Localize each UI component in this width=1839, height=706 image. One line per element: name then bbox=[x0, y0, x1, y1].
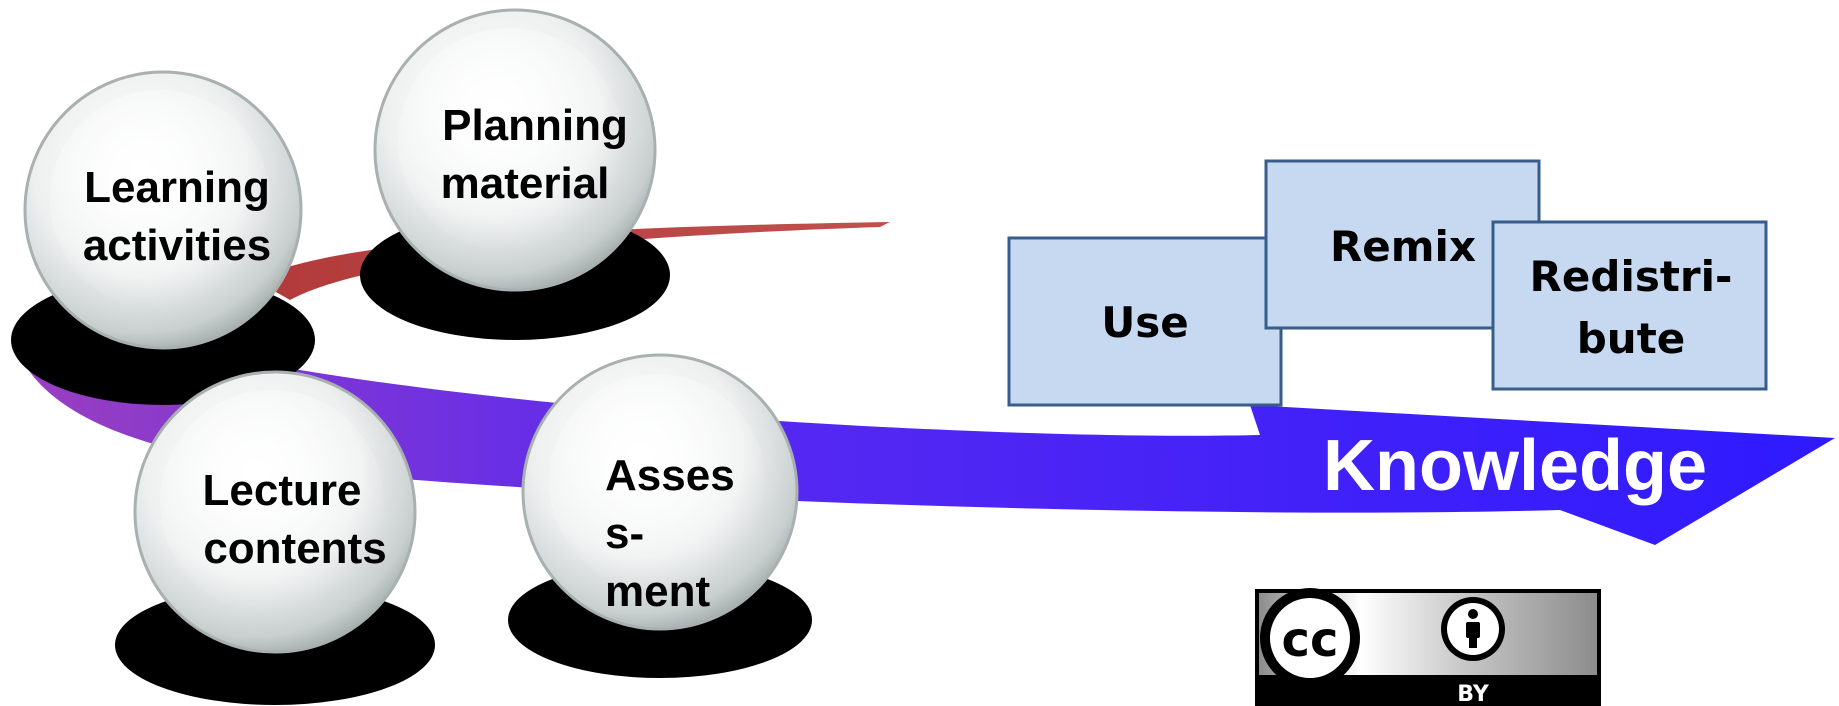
cc-icon-inner bbox=[1270, 598, 1350, 678]
sphere-learning-activities: Learning activities bbox=[11, 70, 315, 405]
box-use: Use bbox=[1007, 236, 1283, 407]
sphere-label: ment bbox=[605, 567, 710, 616]
sphere-highlight bbox=[50, 90, 270, 310]
box-label: Use bbox=[1101, 298, 1189, 347]
attribution-person-head bbox=[1468, 609, 1478, 619]
box-label: Remix bbox=[1330, 222, 1476, 271]
sphere-highlight bbox=[160, 390, 384, 614]
sphere-assessment: Asses s- ment bbox=[508, 353, 812, 678]
sphere-label: contents bbox=[203, 524, 386, 573]
box-label: bute bbox=[1577, 314, 1686, 363]
box-redistribute: Redistri- bute bbox=[1491, 220, 1768, 391]
box-rect bbox=[1491, 220, 1768, 391]
cc-icon-text: cc bbox=[1282, 612, 1339, 668]
sphere-label: s- bbox=[605, 509, 644, 558]
sphere-planning-material: Planning material bbox=[360, 8, 670, 340]
sphere-highlight bbox=[398, 28, 622, 252]
cc-by-license-badge: cc BY bbox=[1255, 588, 1601, 706]
sphere-label: Asses bbox=[605, 451, 735, 500]
by-label: BY bbox=[1457, 682, 1490, 706]
sphere-label: Planning bbox=[442, 101, 628, 150]
knowledge-arrow bbox=[25, 344, 1835, 545]
sphere-label: Learning bbox=[84, 163, 270, 212]
sphere-label: material bbox=[441, 159, 610, 208]
sphere-label: Lecture bbox=[203, 466, 362, 515]
box-label: Redistri- bbox=[1530, 252, 1733, 301]
sphere-label: activities bbox=[83, 221, 271, 270]
knowledge-label: Knowledge bbox=[1323, 426, 1707, 506]
sphere-highlight bbox=[549, 374, 765, 590]
attribution-person-legs bbox=[1469, 636, 1477, 648]
attribution-person-body bbox=[1466, 622, 1480, 638]
sphere-lecture-contents: Lecture contents bbox=[115, 370, 435, 705]
